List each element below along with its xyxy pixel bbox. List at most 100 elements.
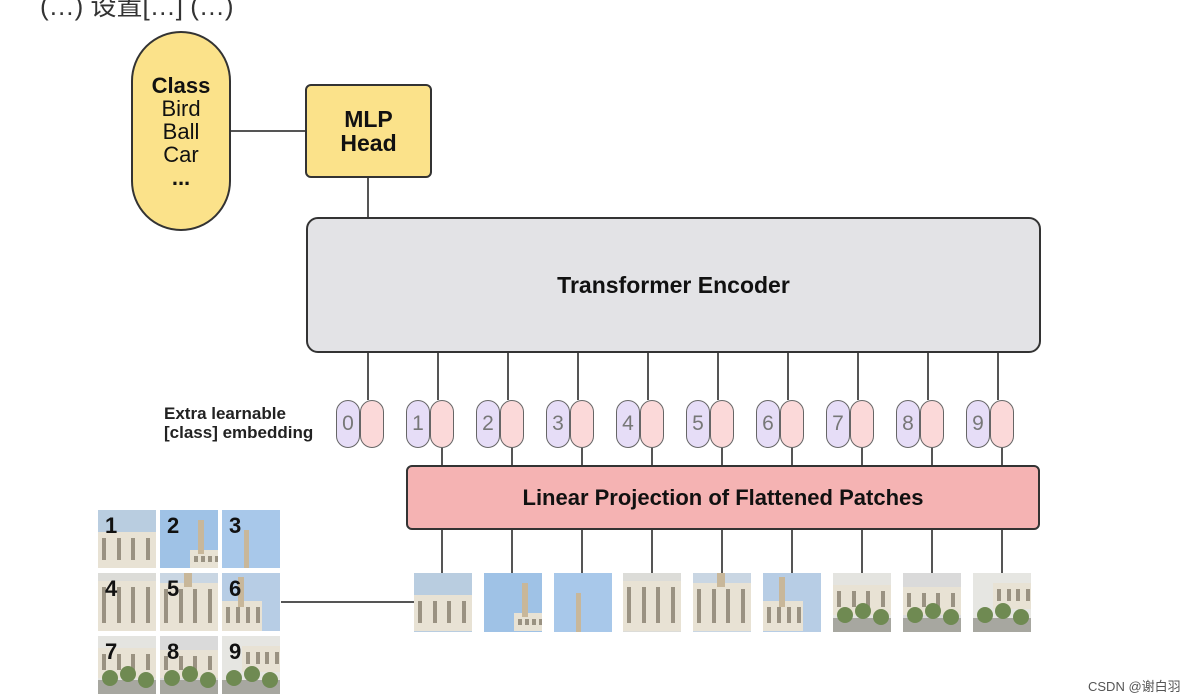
class-item-ellipsis: ... bbox=[171, 164, 191, 190]
flattened-patch-image bbox=[973, 573, 1031, 632]
window-shape bbox=[866, 591, 870, 607]
window-shape bbox=[641, 587, 646, 623]
window-shape bbox=[777, 607, 781, 623]
token-projection-line bbox=[861, 448, 863, 465]
window-shape bbox=[532, 619, 536, 625]
window-shape bbox=[670, 587, 675, 623]
grid-patch-5: 5 bbox=[160, 573, 218, 631]
window-shape bbox=[131, 538, 135, 560]
window-shape bbox=[432, 601, 437, 623]
building-shape bbox=[763, 601, 803, 631]
position-embedding-capsule: 4 bbox=[616, 400, 640, 448]
grid-patch-6: 6 bbox=[222, 573, 280, 631]
tower-spire bbox=[244, 530, 249, 568]
tree-shape bbox=[102, 670, 118, 686]
window-shape bbox=[907, 593, 911, 607]
window-shape bbox=[539, 619, 542, 625]
tree-shape bbox=[995, 603, 1011, 619]
window-shape bbox=[246, 607, 250, 623]
position-embedding-capsule: 0 bbox=[336, 400, 360, 448]
window-shape bbox=[1016, 589, 1020, 601]
tree-shape bbox=[244, 666, 260, 682]
token-projection-line bbox=[581, 448, 583, 465]
window-shape bbox=[236, 607, 240, 623]
window-shape bbox=[518, 619, 522, 625]
token-0: 0 bbox=[336, 400, 386, 448]
window-shape bbox=[145, 538, 150, 560]
encoder-token-line bbox=[437, 353, 439, 400]
grid-patch-number: 8 bbox=[167, 639, 180, 664]
window-shape bbox=[880, 591, 885, 607]
window-shape bbox=[256, 607, 260, 623]
tree-shape bbox=[164, 670, 180, 686]
position-embedding-capsule: 7 bbox=[826, 400, 850, 448]
token-8: 8 bbox=[896, 400, 946, 448]
window-shape bbox=[207, 589, 212, 623]
window-shape bbox=[164, 589, 168, 623]
tree-shape bbox=[120, 666, 136, 682]
tree-shape bbox=[837, 607, 853, 623]
building-shape bbox=[98, 581, 156, 631]
window-shape bbox=[787, 607, 791, 623]
tower-spire bbox=[522, 583, 528, 617]
tree-shape bbox=[182, 666, 198, 682]
window-shape bbox=[1025, 589, 1030, 601]
projection-patch-line bbox=[441, 530, 443, 573]
projection-patch-line bbox=[791, 530, 793, 573]
window-shape bbox=[102, 587, 106, 623]
class-output-box: Class Bird Ball Car ... bbox=[131, 31, 231, 231]
grid-patch-2: 2 bbox=[160, 510, 218, 568]
window-shape bbox=[201, 556, 205, 562]
flattened-patch-image bbox=[414, 573, 472, 632]
grid-to-patches-connector bbox=[281, 601, 415, 603]
token-projection-line bbox=[931, 448, 933, 465]
encoder-token-line bbox=[717, 353, 719, 400]
token-projection-line bbox=[441, 448, 443, 465]
token-7: 7 bbox=[826, 400, 876, 448]
window-shape bbox=[131, 587, 135, 623]
window-shape bbox=[1006, 589, 1011, 601]
window-shape bbox=[265, 652, 269, 664]
position-embedding-capsule: 1 bbox=[406, 400, 430, 448]
window-shape bbox=[997, 589, 1001, 601]
class-to-mlp-connector bbox=[231, 130, 305, 132]
top-caption-fragment: (…) 设置[…] (…) bbox=[40, 0, 234, 21]
window-shape bbox=[102, 538, 106, 560]
window-shape bbox=[837, 591, 841, 607]
patch-embedding-capsule bbox=[850, 400, 874, 448]
extra-embedding-label: Extra learnable [class] embedding bbox=[164, 404, 339, 442]
grid-patch-1: 1 bbox=[98, 510, 156, 568]
flattened-patch-image bbox=[903, 573, 961, 632]
tree-shape bbox=[907, 607, 923, 623]
window-shape bbox=[193, 656, 197, 670]
patch-embedding-capsule bbox=[710, 400, 734, 448]
class-item-bird: Bird bbox=[161, 95, 201, 121]
mlp-to-encoder-connector bbox=[367, 178, 369, 217]
window-shape bbox=[178, 656, 183, 670]
projection-patch-line bbox=[861, 530, 863, 573]
token-6: 6 bbox=[756, 400, 806, 448]
patch-embedding-capsule bbox=[990, 400, 1014, 448]
tower-spire bbox=[238, 577, 244, 607]
tree-shape bbox=[925, 603, 941, 619]
projection-patch-line bbox=[1001, 530, 1003, 573]
tower-spire bbox=[198, 520, 204, 554]
grid-patch-7: 7 bbox=[98, 636, 156, 694]
class-title: Class bbox=[151, 72, 211, 98]
flattened-patch-image bbox=[554, 573, 612, 632]
flattened-patch-image bbox=[763, 573, 821, 632]
position-embedding-capsule: 3 bbox=[546, 400, 570, 448]
window-shape bbox=[145, 654, 150, 670]
encoder-token-line bbox=[997, 353, 999, 400]
encoder-token-line bbox=[577, 353, 579, 400]
building-shape bbox=[190, 550, 218, 568]
patch-embedding-capsule bbox=[500, 400, 524, 448]
flattened-patch-image bbox=[623, 573, 681, 632]
window-shape bbox=[116, 587, 121, 623]
grid-patch-number: 9 bbox=[229, 639, 242, 664]
window-shape bbox=[797, 607, 801, 623]
mlp-head-box: MLP Head bbox=[305, 84, 432, 178]
building-shape bbox=[98, 532, 156, 568]
patch-embedding-capsule bbox=[640, 400, 664, 448]
token-projection-line bbox=[511, 448, 513, 465]
